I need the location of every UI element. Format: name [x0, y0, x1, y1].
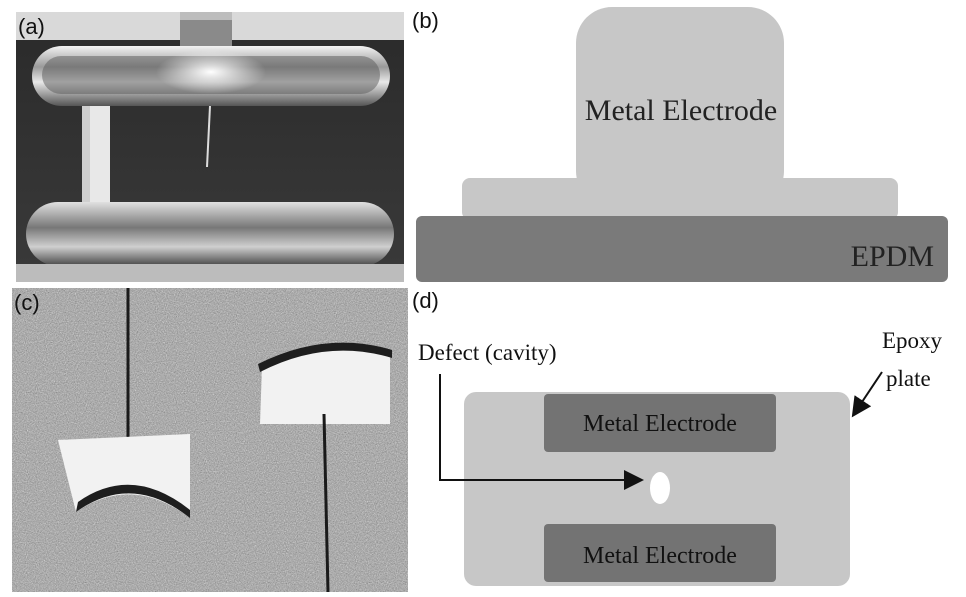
metal-electrode-bottom: [544, 524, 776, 582]
cavity-photo: [12, 288, 408, 593]
panel-d-label: (d): [412, 288, 439, 313]
panel-d: Defect (cavity) Epoxy plate Metal Electr…: [410, 288, 966, 592]
cavity-defect: [650, 472, 670, 504]
panel-c-label: (c): [14, 290, 40, 315]
metal-electrode-body: [576, 7, 784, 207]
panel-a: (a): [16, 12, 404, 282]
defect-pointer-arrow: [439, 374, 644, 490]
panel-c: (c): [12, 288, 408, 593]
metal-electrode-flange: [462, 178, 898, 220]
metal-electrode-top-label: Metal Electrode: [583, 411, 737, 437]
panel-b-label: (b): [412, 8, 439, 33]
epoxy-label-line1: Epoxy: [882, 328, 943, 353]
epoxy-plate-diagram: Defect (cavity) Epoxy plate Metal Electr…: [418, 328, 943, 586]
panel-a-label: (a): [18, 14, 45, 39]
metal-electrode-top: [544, 394, 776, 452]
epoxy-pointer-arrow: [851, 371, 883, 418]
epdm-label: EPDM: [851, 240, 934, 273]
epoxy-label-line2: plate: [886, 366, 931, 391]
electrode-on-epdm-diagram: Metal Electrode EPDM: [416, 7, 948, 282]
epdm-layer: [416, 216, 948, 282]
panel-b: Metal Electrode EPDM (b): [410, 4, 956, 286]
defect-label: Defect (cavity): [418, 340, 557, 365]
metal-electrode-label: Metal Electrode: [585, 94, 777, 127]
electrode-photo: [16, 12, 404, 282]
metal-electrode-bottom-label: Metal Electrode: [583, 543, 737, 569]
